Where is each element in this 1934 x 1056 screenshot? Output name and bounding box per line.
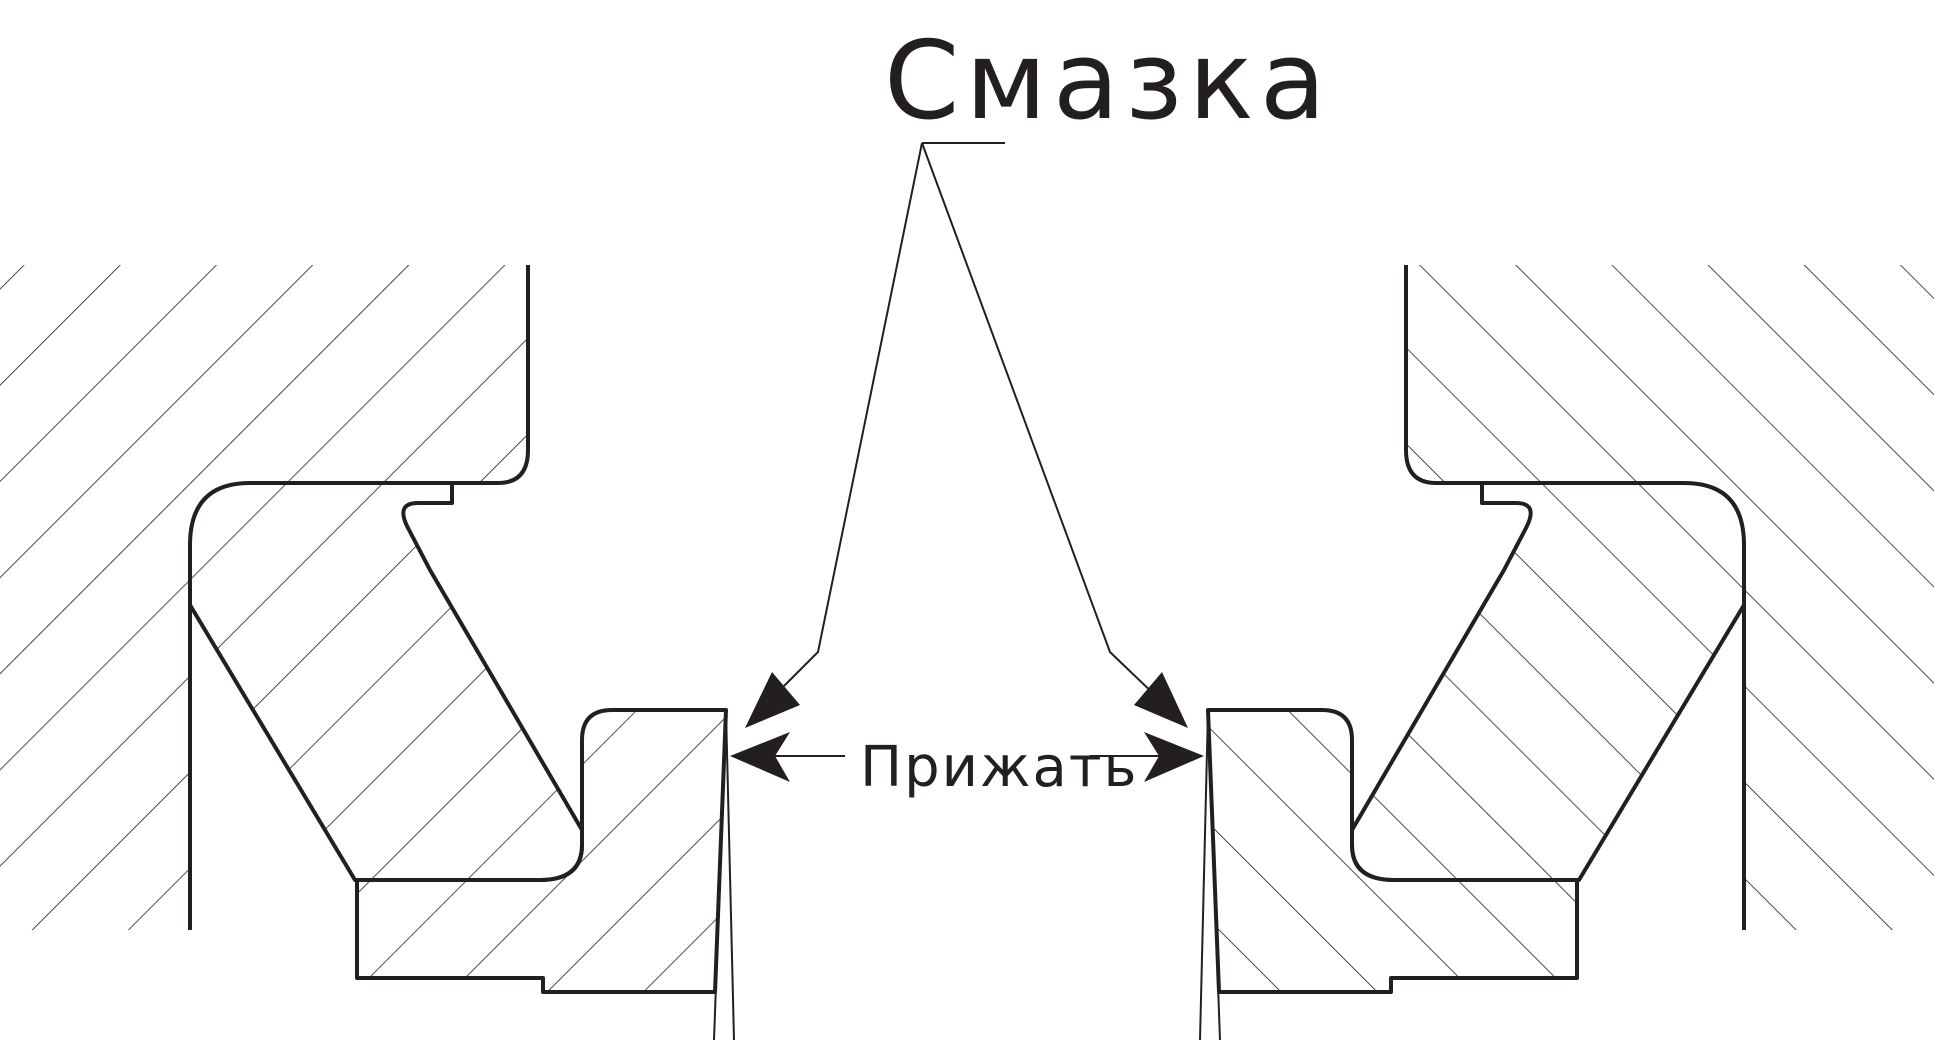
left-seal-ring	[188, 481, 584, 882]
arrow-right-press	[1144, 732, 1204, 782]
press-label: Прижать	[860, 735, 1138, 800]
lubricant-leader	[745, 142, 1188, 728]
arrow-head-left-lube	[745, 672, 800, 728]
right-seal-ring	[1350, 481, 1746, 882]
arrow-head-right-lube	[1134, 672, 1188, 728]
arrow-left-press	[730, 732, 790, 782]
right-rod-seal-lip	[1199, 708, 1579, 1041]
lubricant-label: Смазка	[884, 19, 1332, 144]
left-rod-seal-lip	[355, 708, 735, 1041]
press-arrows	[730, 732, 1204, 782]
